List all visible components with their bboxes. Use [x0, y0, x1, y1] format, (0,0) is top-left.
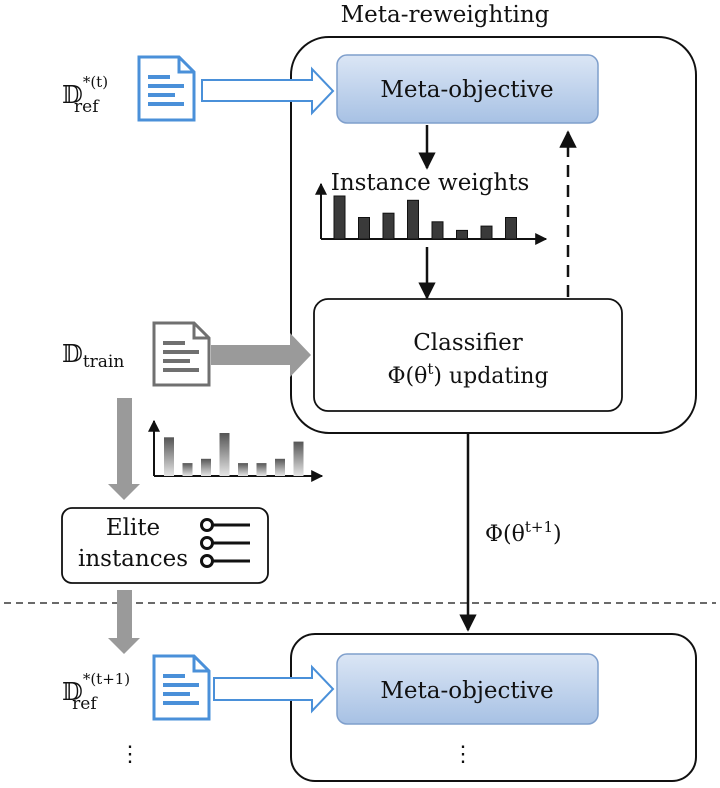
- chart-bar: [431, 221, 444, 240]
- classifier-label: Classifier: [413, 330, 523, 356]
- meta-objective-box-bottom: [336, 653, 599, 725]
- chart-bar: [505, 217, 517, 240]
- chart-bar: [201, 458, 211, 476]
- d-train-label: 𝔻train: [62, 340, 124, 372]
- classifier-box: [313, 298, 623, 412]
- ellipsis-right: ⋮: [452, 742, 474, 767]
- d-ref-t-label: 𝔻*(t)ref: [62, 73, 108, 117]
- chart-bar: [219, 433, 230, 476]
- phi-next-label: Φ(θt+1): [485, 518, 562, 547]
- chart-bar: [407, 199, 419, 240]
- meta-objective-label-top: Meta-objective: [380, 77, 553, 103]
- train-weights-chart: [148, 419, 324, 482]
- chart-bar: [333, 195, 346, 240]
- d-ref-t1-label: 𝔻*(t+1)ref: [62, 670, 130, 714]
- elite-instances-box: [61, 507, 269, 584]
- list-icon: [200, 518, 250, 568]
- chart-bar: [480, 225, 493, 240]
- gray-arrow-elite-to-ref: [108, 590, 140, 654]
- elite-label-line1: Elite: [106, 515, 160, 541]
- gray-arrow-train-to-elite: [108, 398, 140, 500]
- hollow-arrow-top: [201, 66, 335, 116]
- hollow-arrow-bottom: [213, 664, 335, 714]
- gray-arrow-train-to-classifier: [211, 333, 311, 377]
- instance-weights-chart: [315, 182, 548, 245]
- instance-weights-label: Instance weights: [331, 170, 530, 196]
- classifier-formula: Φ(θt) updating: [387, 360, 548, 389]
- chart-bar: [456, 229, 468, 240]
- meta-reweighting-title: Meta-reweighting: [341, 2, 550, 28]
- chart-bar: [358, 217, 370, 240]
- document-icon-train: [152, 321, 211, 387]
- meta-objective-box-top: [336, 54, 599, 124]
- chart-bar: [293, 441, 304, 476]
- chart-bar: [275, 458, 285, 476]
- chart-bar: [164, 437, 174, 476]
- chart-bar: [182, 463, 193, 476]
- elite-label-line2: instances: [78, 546, 188, 572]
- chart-bar: [238, 463, 248, 476]
- document-icon-ref-t1: [152, 654, 211, 721]
- chart-bar: [382, 212, 395, 240]
- document-icon-ref-t: [137, 55, 196, 122]
- meta-objective-label-bottom: Meta-objective: [380, 678, 553, 704]
- chart-bar: [256, 463, 267, 476]
- ellipsis-left: ⋮: [119, 742, 141, 767]
